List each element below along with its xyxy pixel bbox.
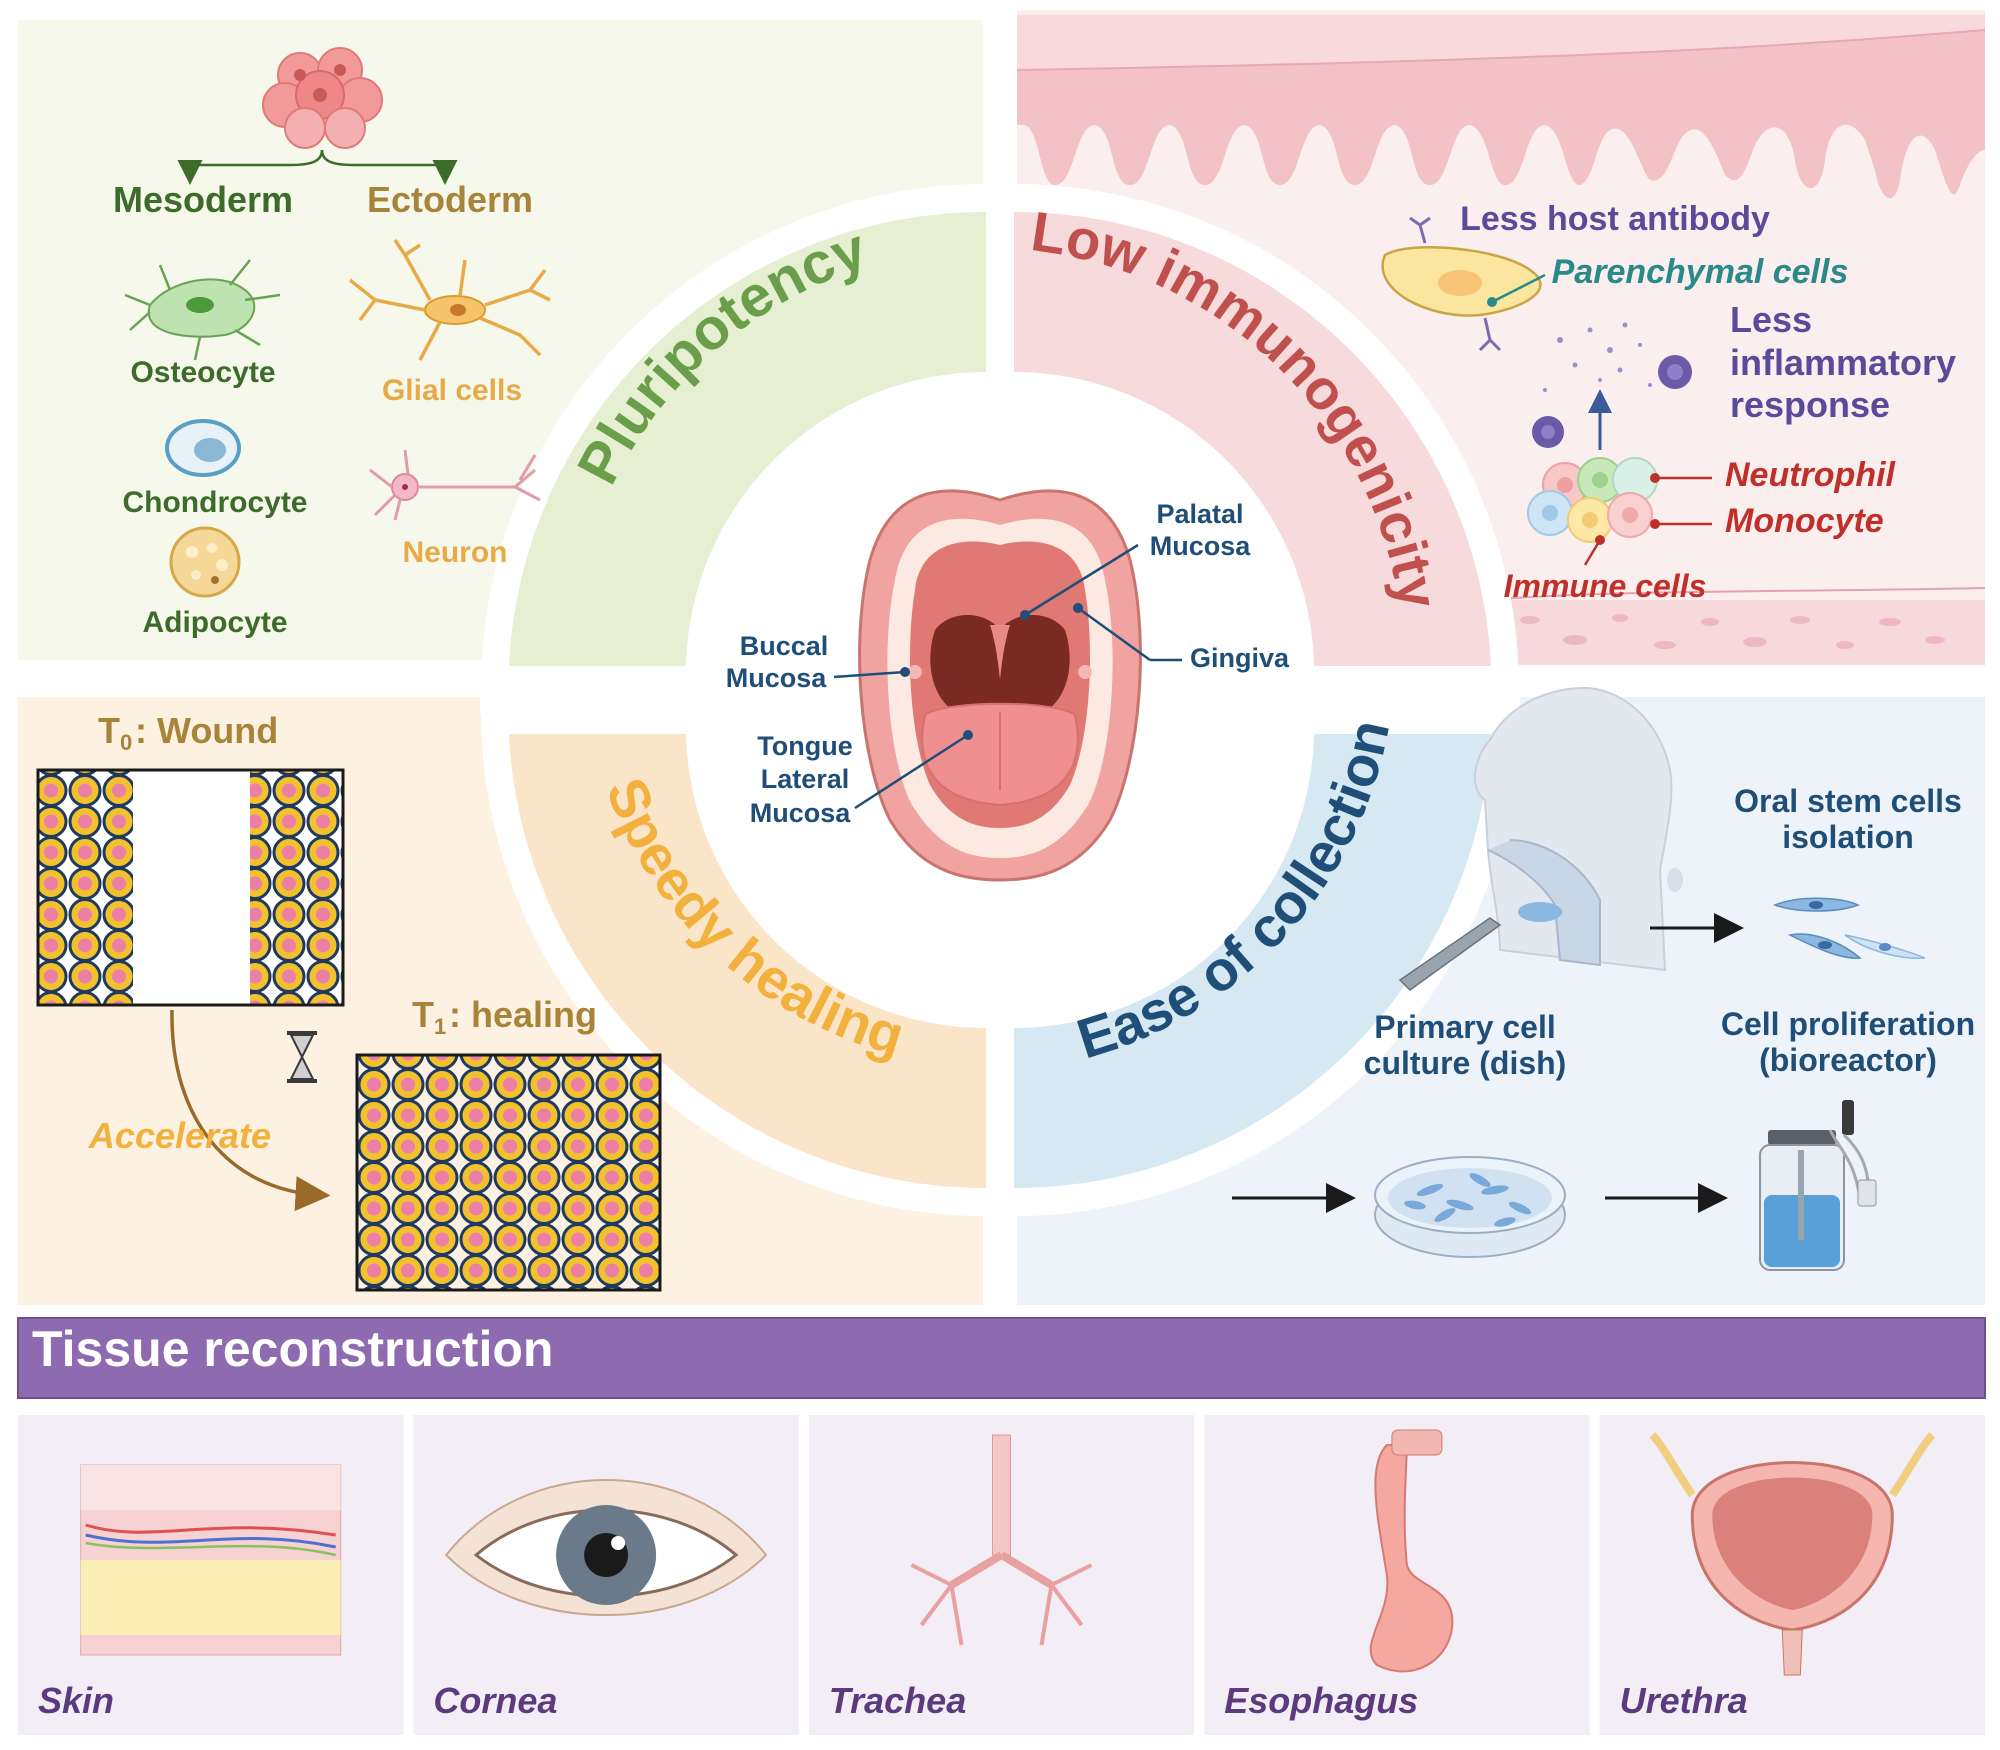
adipocyte-label: Adipocyte bbox=[142, 606, 287, 639]
tissue-banner-title: Tissue reconstruction bbox=[32, 1321, 553, 1377]
stem-cell-cluster bbox=[262, 47, 383, 149]
response-label: response bbox=[1730, 384, 1890, 425]
chondrocyte-icon bbox=[165, 419, 241, 477]
tissue-card-cornea: Cornea bbox=[413, 1415, 799, 1735]
less-antibody-label: Less host antibody bbox=[1460, 200, 1770, 238]
osteocyte-icon bbox=[124, 259, 281, 361]
oral-stem-label-1: Oral stem cells bbox=[1734, 783, 1962, 819]
cornea-icon bbox=[444, 1479, 768, 1616]
monocyte-label: Monocyte bbox=[1725, 502, 1884, 540]
buccal-label-1: Buccal bbox=[740, 631, 829, 661]
healing-grid bbox=[355, 1053, 662, 1292]
mucosa-illustration bbox=[1016, 15, 1986, 665]
neutrophil-label: Neutrophil bbox=[1725, 456, 1897, 494]
tissue-cards: Skin Cornea Trachea Esophagus Urethra bbox=[18, 1415, 1985, 1735]
gingiva-label: Gingiva bbox=[1190, 643, 1290, 673]
tissue-label-cornea: Cornea bbox=[433, 1680, 557, 1721]
neuron-icon bbox=[369, 449, 541, 521]
immunogenicity-sector bbox=[1014, 211, 1491, 666]
urethra-icon bbox=[1649, 1432, 1936, 1676]
ectoderm-label: Ectoderm bbox=[367, 179, 533, 220]
tongue-label-3: Mucosa bbox=[750, 798, 852, 828]
glial-label: Glial cells bbox=[382, 374, 522, 407]
oral-stem-label-2: isolation bbox=[1782, 819, 1914, 855]
tongue-label-1: Tongue bbox=[757, 731, 852, 761]
parenchymal-label: Parenchymal cells bbox=[1552, 253, 1849, 291]
trachea-icon bbox=[910, 1434, 1093, 1646]
palatal-label-2: Mucosa bbox=[1150, 531, 1252, 561]
wound-grid bbox=[36, 768, 345, 1007]
primary-culture-label-1: Primary cell bbox=[1374, 1009, 1555, 1045]
tissue-label-urethra: Urethra bbox=[1620, 1680, 1748, 1721]
chondrocyte-label: Chondrocyte bbox=[122, 486, 307, 519]
tissue-label-esophagus: Esophagus bbox=[1224, 1680, 1418, 1721]
tissue-card-urethra: Urethra bbox=[1599, 1415, 1985, 1735]
adipocyte-icon bbox=[169, 526, 241, 598]
mouth-labels: Palatal Mucosa Buccal Mucosa Gingiva Ton… bbox=[726, 499, 1290, 828]
inflammatory-label: inflammatory bbox=[1730, 342, 1956, 383]
accelerate-label: Accelerate bbox=[88, 1115, 271, 1156]
t1-subscript: 1 bbox=[434, 1014, 446, 1039]
glial-cell-icon bbox=[348, 239, 551, 361]
immune-cells-icon bbox=[1527, 322, 1692, 543]
skin-icon bbox=[80, 1464, 342, 1656]
t1-letter: T bbox=[412, 994, 434, 1035]
proliferation-label-2: (bioreactor) bbox=[1759, 1042, 1937, 1078]
petri-dish-icon bbox=[1374, 1156, 1566, 1258]
immune-cells-label: Immune cells bbox=[1504, 568, 1707, 604]
mesoderm-label: Mesoderm bbox=[113, 179, 293, 220]
osteocyte-label: Osteocyte bbox=[130, 356, 275, 389]
tongue-label-2: Lateral bbox=[761, 764, 850, 794]
tissue-card-trachea: Trachea bbox=[808, 1415, 1195, 1735]
bioreactor-icon bbox=[1759, 1100, 1877, 1271]
tissue-card-skin: Skin bbox=[18, 1415, 404, 1735]
tissue-label-skin: Skin bbox=[38, 1680, 114, 1721]
tissue-banner bbox=[17, 1317, 1986, 1399]
stem-cells-icon bbox=[1772, 897, 1926, 959]
primary-culture-label-2: culture (dish) bbox=[1364, 1045, 1567, 1081]
head-profile-illustration bbox=[1398, 686, 1683, 991]
collection-sector bbox=[1014, 734, 1491, 1189]
palatal-label-1: Palatal bbox=[1156, 499, 1243, 529]
t0-label: : Wound bbox=[135, 710, 278, 751]
esophagus-icon bbox=[1369, 1429, 1454, 1673]
buccal-label-2: Mucosa bbox=[726, 663, 828, 693]
pluripotency-sector bbox=[509, 211, 986, 666]
healing-sector bbox=[509, 734, 986, 1189]
hourglass-icon bbox=[287, 1031, 317, 1083]
t1-label: : healing bbox=[449, 994, 597, 1035]
tissue-label-trachea: Trachea bbox=[829, 1680, 966, 1721]
less-label: Less bbox=[1730, 299, 1812, 340]
t0-letter: T bbox=[98, 710, 120, 751]
proliferation-label-1: Cell proliferation bbox=[1721, 1006, 1975, 1042]
mouth-illustration bbox=[858, 489, 1142, 882]
neuron-label: Neuron bbox=[403, 536, 508, 569]
accelerate-arrow bbox=[170, 1009, 331, 1212]
t0-subscript: 0 bbox=[120, 730, 132, 755]
tissue-card-esophagus: Esophagus bbox=[1204, 1415, 1590, 1735]
